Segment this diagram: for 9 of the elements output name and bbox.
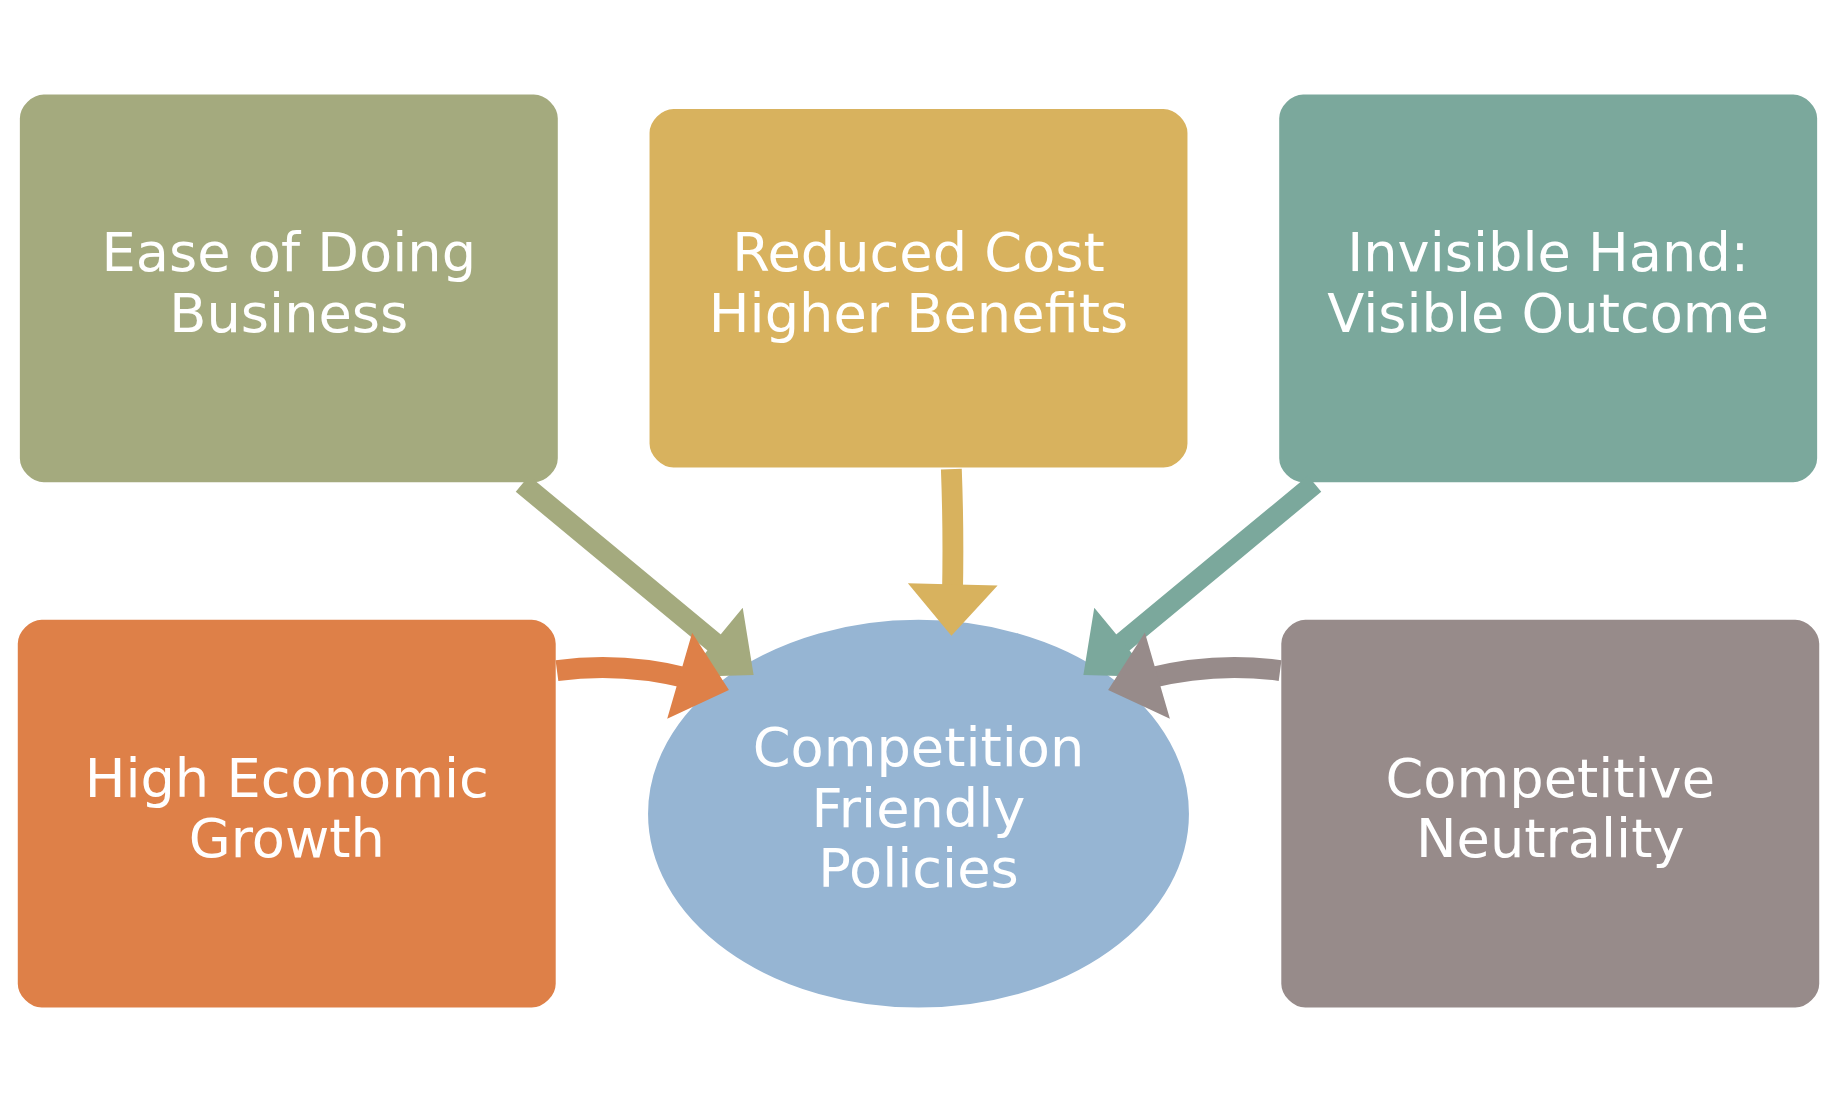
- node-box: Ease of Doing Business: [17, 92, 560, 485]
- arrow: [1108, 632, 1282, 719]
- node-box: Competitive Neutrality: [1279, 617, 1822, 1010]
- node-ellipse: Competition Friendly Policies: [645, 617, 1192, 1010]
- node-box: High Economic Growth: [15, 617, 558, 1010]
- arrow: [907, 468, 998, 636]
- arrow: [555, 632, 729, 719]
- node-box: Invisible Hand: Visible Outcome: [1277, 92, 1820, 485]
- node-box: Reduced Cost Higher Benefits: [647, 106, 1190, 470]
